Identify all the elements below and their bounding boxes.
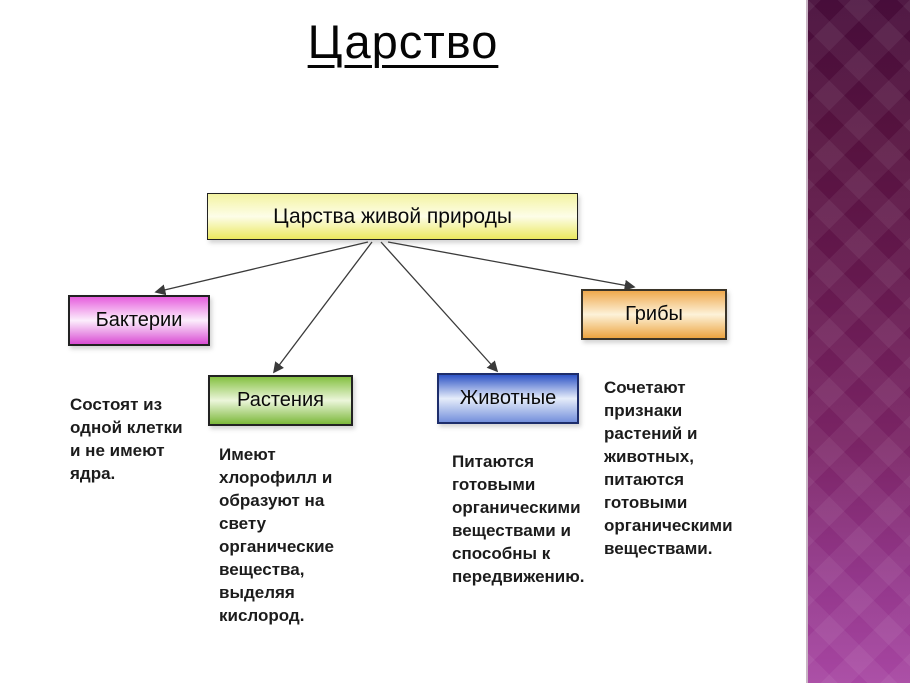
decorative-stripe	[806, 0, 910, 683]
arrow-to-bacteria	[154, 241, 369, 296]
kingdom-label-animals: Животные	[459, 387, 557, 409]
kingdom-label-plants: Растения	[237, 389, 324, 411]
root-box-label: Царства живой природы	[273, 204, 512, 228]
root-box: Царства живой природы	[207, 193, 578, 240]
kingdom-label-fungi: Грибы	[625, 303, 683, 325]
kingdom-box-bacteria: Бактерии	[68, 295, 210, 346]
arrow-to-animals	[380, 241, 499, 373]
page-title: Царство	[307, 15, 499, 68]
kingdom-box-animals: Животные	[437, 373, 579, 424]
kingdom-box-plants: Растения	[208, 375, 353, 426]
kingdom-description-plants: Имеют хлорофилл и образуют на свету орга…	[219, 445, 334, 625]
kingdom-description-bacteria: Состоят из одной клетки и не имеют ядра.	[70, 395, 183, 483]
kingdom-box-fungi: Грибы	[581, 289, 727, 340]
kingdom-description-fungi: Сочетают признаки растений и животных, п…	[604, 378, 733, 558]
kingdom-label-bacteria: Бактерии	[95, 309, 183, 331]
arrow-to-plants	[273, 241, 373, 374]
kingdom-description-animals: Питаются готовыми органическими вещества…	[452, 452, 585, 586]
arrow-to-fungi	[387, 241, 636, 291]
